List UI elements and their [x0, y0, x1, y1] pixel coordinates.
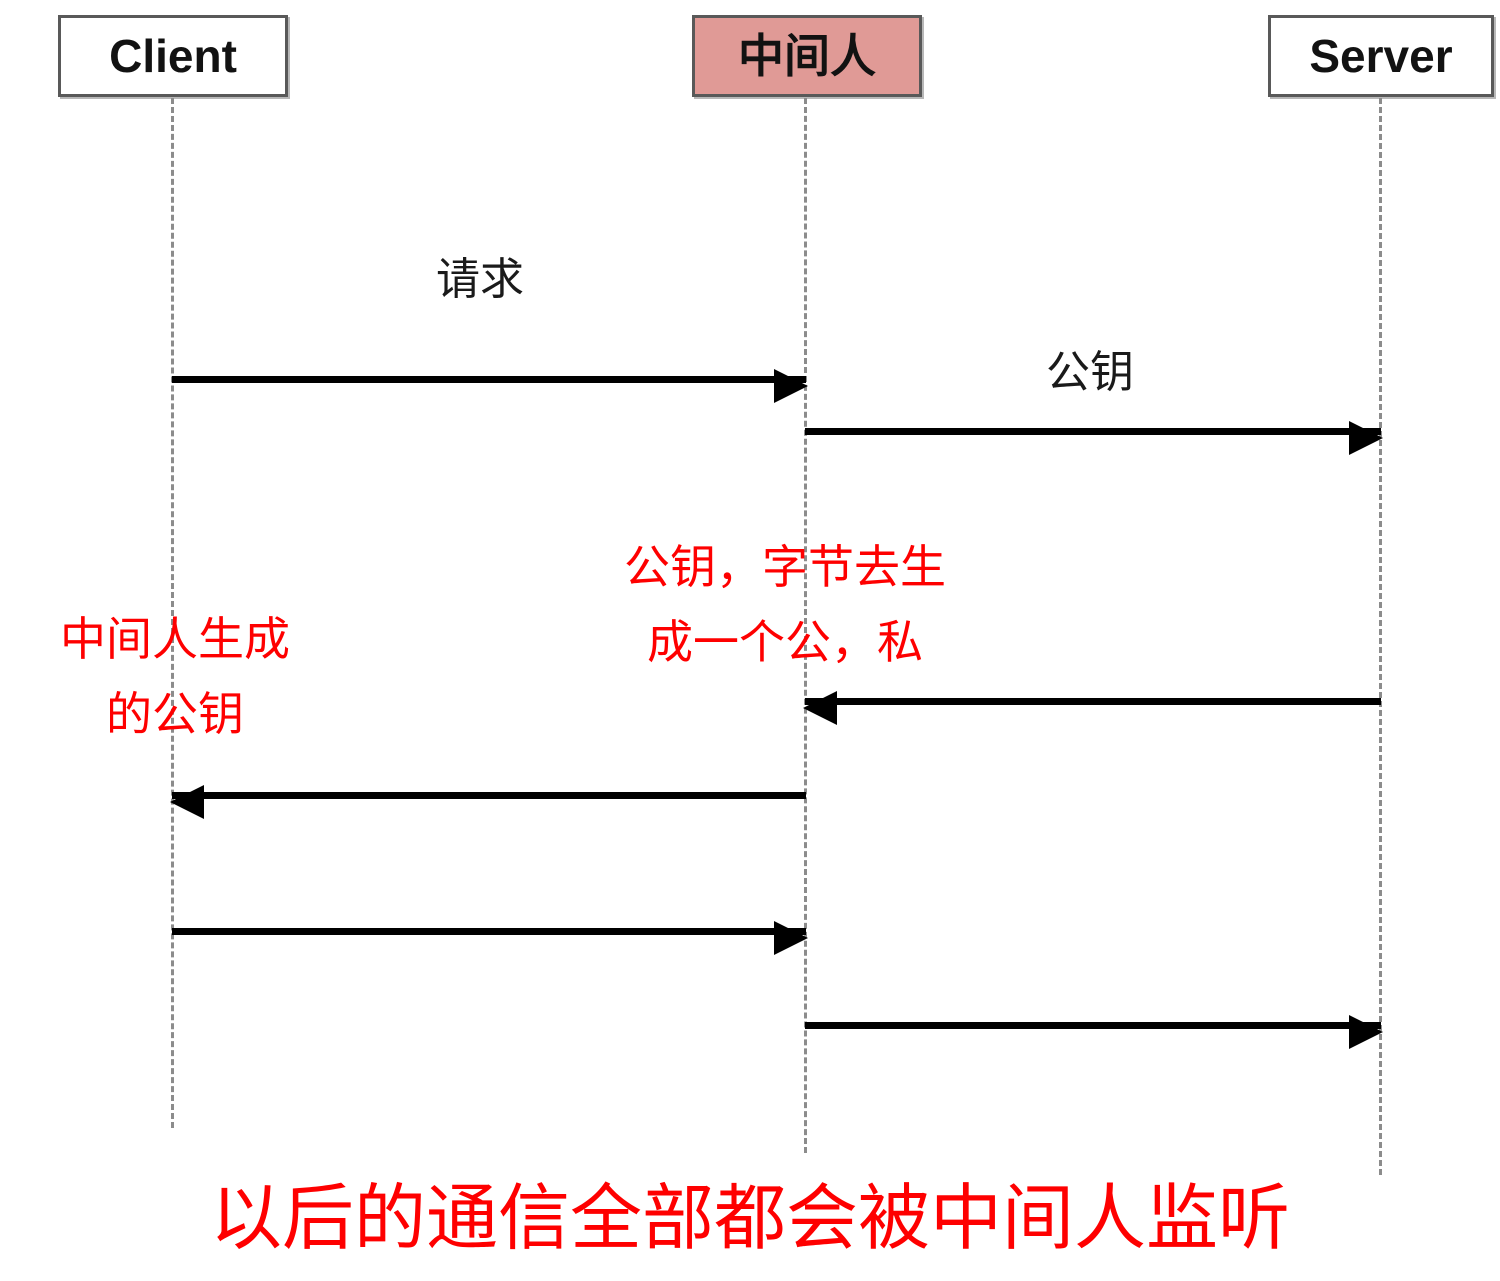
message-arrow-attacker-to-client[interactable] [170, 785, 806, 819]
annotation-attacker-pubkey-line2: 的公钥 [106, 688, 244, 740]
annotation-attacker-keygen-line2: 成一个公，私 [647, 616, 923, 668]
arrow-head-right-icon [1349, 1015, 1383, 1049]
arrow-head-right-icon [1349, 421, 1383, 455]
lifeline-client [171, 98, 174, 1128]
lifeline-server [1379, 98, 1382, 1175]
message-arrow-server-to-attacker[interactable] [803, 691, 1381, 725]
diagram-bottom-caption: 以后的通信全部都会被中间人监听 [209, 1179, 1290, 1259]
lifeline-attacker [804, 98, 807, 1153]
arrow-head-right-icon [774, 369, 808, 403]
message-label-public-key: 公钥 [1046, 348, 1134, 397]
participant-label-server: Server [1309, 30, 1453, 82]
annotation-attacker-keygen-line1: 公钥，字节去生 [624, 541, 946, 593]
message-arrow-client-to-attacker-request[interactable] [172, 369, 808, 403]
participant-box-server[interactable]: Server [1268, 15, 1494, 97]
participant-label-attacker: 中间人 [738, 30, 876, 82]
participant-box-client[interactable]: Client [58, 15, 288, 97]
message-arrow-attacker-to-server-publickey[interactable] [805, 421, 1383, 455]
arrow-head-left-icon [803, 691, 837, 725]
message-label-request: 请求 [436, 255, 524, 304]
participant-label-client: Client [109, 30, 237, 82]
arrow-head-left-icon [170, 785, 204, 819]
participant-box-attacker[interactable]: 中间人 [692, 15, 922, 97]
message-arrow-client-to-attacker-second[interactable] [172, 921, 808, 955]
annotation-attacker-pubkey-line1: 中间人生成 [60, 613, 290, 665]
message-arrow-attacker-to-server-second[interactable] [805, 1015, 1383, 1049]
arrow-head-right-icon [774, 921, 808, 955]
